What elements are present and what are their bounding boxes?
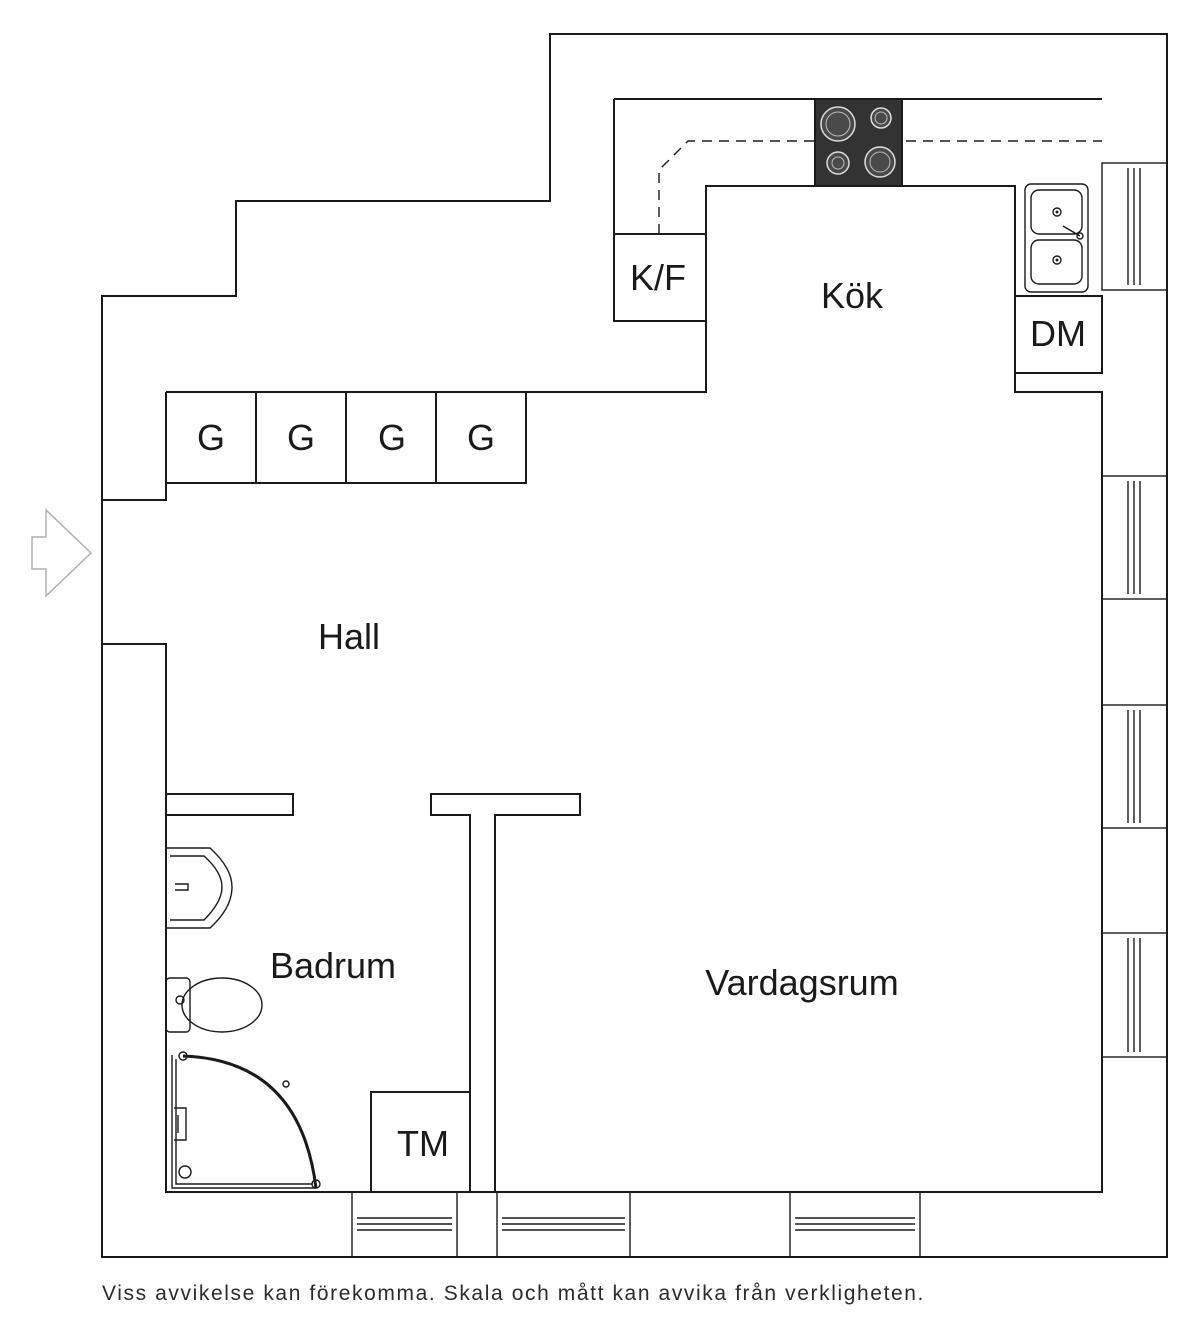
fridge-freezer-box bbox=[613, 233, 707, 322]
shower-cabin-icon bbox=[171, 1051, 321, 1189]
exterior-walls bbox=[101, 33, 1168, 1258]
stove-icon bbox=[814, 98, 903, 187]
interior-wall-left-stub bbox=[165, 793, 294, 816]
window-icon bbox=[1101, 932, 1168, 1058]
window-icon bbox=[1101, 475, 1168, 600]
entrance-arrow-icon bbox=[31, 508, 93, 598]
washing-machine-box bbox=[370, 1091, 471, 1193]
room-label-kok: Kök bbox=[821, 275, 884, 316]
dishwasher-box bbox=[1014, 295, 1103, 374]
floor-plan: K/F DM G G G G bbox=[31, 33, 1168, 1258]
room-label-badrum: Badrum bbox=[270, 945, 396, 986]
double-sink-icon bbox=[1024, 183, 1089, 293]
window-icon bbox=[496, 1191, 631, 1258]
wardrobe-label-2: G bbox=[287, 417, 315, 458]
window-icon bbox=[789, 1191, 921, 1258]
interior-wall-divider bbox=[430, 793, 581, 1193]
disclaimer-text: Viss avvikelse kan förekomma. Skala och … bbox=[102, 1282, 925, 1305]
wardrobe-label-1: G bbox=[197, 417, 225, 458]
fridge-freezer-label: K/F bbox=[630, 257, 686, 298]
wardrobe-label-3: G bbox=[378, 417, 406, 458]
room-label-hall: Hall bbox=[318, 616, 380, 657]
dishwasher-label: DM bbox=[1030, 313, 1086, 354]
toilet-icon bbox=[165, 977, 263, 1033]
wardrobe-label-4: G bbox=[467, 417, 495, 458]
wardrobes bbox=[165, 391, 526, 483]
room-label-vardagsrum: Vardagsrum bbox=[705, 962, 898, 1003]
washbasin-icon bbox=[166, 847, 233, 929]
washing-machine-label: TM bbox=[397, 1123, 449, 1164]
window-icon bbox=[1101, 704, 1168, 829]
window-icon bbox=[1101, 162, 1168, 291]
